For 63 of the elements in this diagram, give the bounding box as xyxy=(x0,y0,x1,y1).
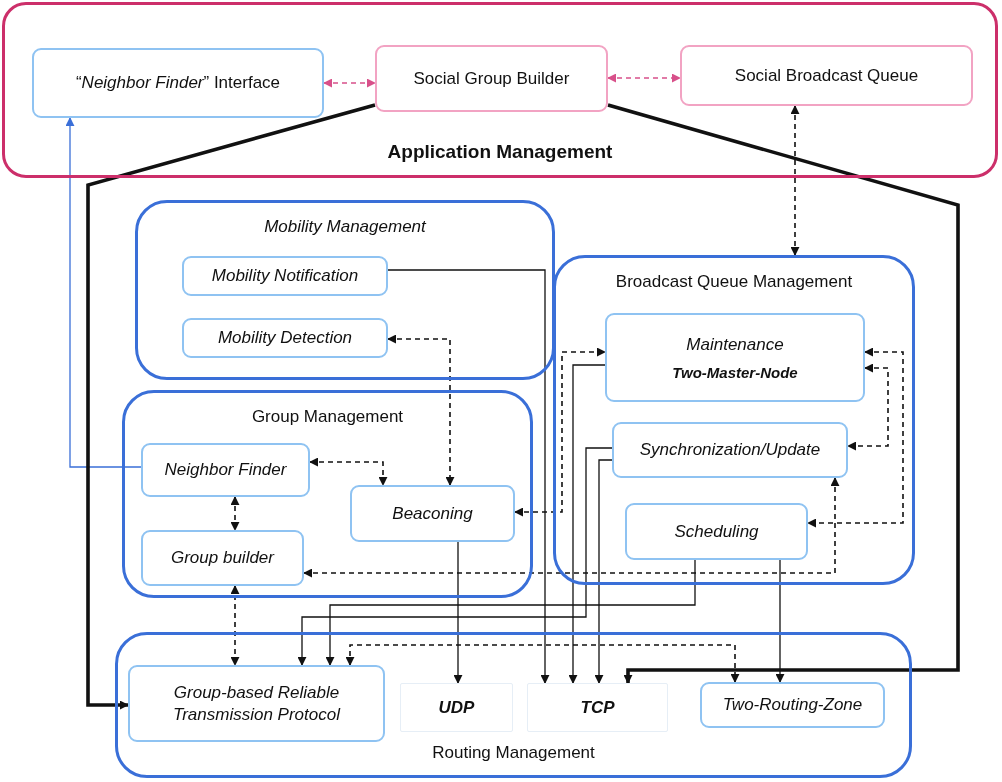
module-box xyxy=(350,485,515,542)
arrow xyxy=(807,347,904,528)
group-title: Application Management xyxy=(386,141,614,163)
module-box xyxy=(128,665,385,742)
module-box xyxy=(527,683,668,732)
group-container xyxy=(2,2,998,178)
arrow xyxy=(309,457,388,486)
arrow xyxy=(230,496,240,531)
module-box xyxy=(400,683,513,732)
module-box xyxy=(375,45,608,112)
group-title: Mobility Management xyxy=(263,217,428,237)
arrow xyxy=(568,364,606,684)
group-title: Routing Management xyxy=(431,743,596,763)
module-sublabel: Two-Master-Node xyxy=(672,363,798,381)
module-box xyxy=(32,48,324,118)
module-box xyxy=(182,256,388,296)
arrow xyxy=(847,363,889,451)
arrow xyxy=(387,269,550,684)
module-label: Group-based Reliable Transmission Protocol xyxy=(172,682,342,725)
module-label: “Neighbor Finder” Interface xyxy=(75,72,281,94)
group-title: Broadcast Queue Management xyxy=(614,272,854,292)
arrow xyxy=(607,103,960,684)
arrow xyxy=(297,447,613,666)
module-box xyxy=(141,443,310,497)
module-box xyxy=(680,45,973,106)
arrow xyxy=(86,103,376,710)
module-label: Maintenance xyxy=(686,334,784,356)
module-label: Social Broadcast Queue xyxy=(734,64,919,87)
arrow xyxy=(514,347,606,517)
module-label: TCP xyxy=(580,696,615,719)
group-title: Group Management xyxy=(250,407,405,427)
group-container xyxy=(553,255,915,585)
arrow xyxy=(607,73,681,83)
arrow xyxy=(303,477,840,578)
module-box xyxy=(141,530,304,586)
module-label: Mobility Detection xyxy=(217,327,353,349)
group-container xyxy=(122,390,533,598)
module-box xyxy=(605,313,865,402)
arrow xyxy=(790,105,800,256)
module-label: UDP xyxy=(438,696,475,719)
module-label: Mobility Notification xyxy=(211,265,359,287)
module-box xyxy=(182,318,388,358)
arrow xyxy=(323,78,376,88)
arrow xyxy=(387,334,455,486)
module-label: Neighbor Finder xyxy=(164,459,287,481)
module-label: Synchronization/Update xyxy=(639,439,821,461)
arrow xyxy=(230,585,240,666)
module-box xyxy=(700,682,885,728)
module-box xyxy=(612,422,848,478)
module-label: Two-Routing-Zone xyxy=(722,694,863,716)
arrow xyxy=(453,541,463,684)
arrow xyxy=(325,559,696,666)
group-container xyxy=(135,200,555,380)
arrow xyxy=(775,559,785,683)
module-label: Beaconing xyxy=(392,502,473,525)
module-label: Group builder xyxy=(171,547,274,569)
arrow xyxy=(594,459,613,684)
arrow xyxy=(345,644,740,683)
module-label: Social Group Builder xyxy=(413,67,570,90)
module-box xyxy=(625,503,808,560)
module-label: Scheduling xyxy=(674,520,759,543)
group-container xyxy=(115,632,912,778)
arrow xyxy=(65,117,142,468)
